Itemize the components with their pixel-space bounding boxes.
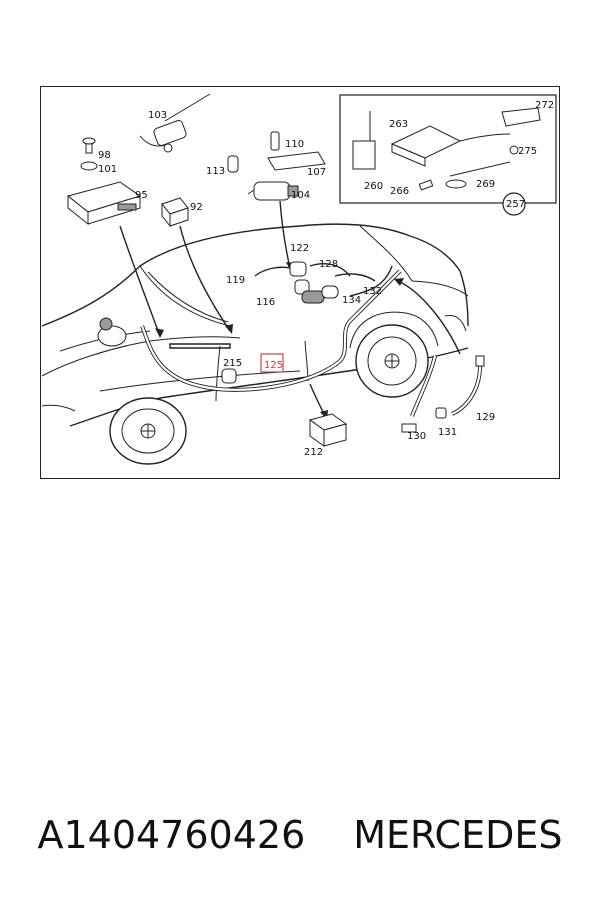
part-98-101 bbox=[80, 137, 98, 171]
label-266: 266 bbox=[390, 186, 409, 197]
part-212 bbox=[308, 413, 348, 447]
part-front-motor bbox=[97, 317, 127, 347]
car-body bbox=[41, 223, 469, 465]
part-92 bbox=[161, 197, 189, 228]
label-125: 125 bbox=[264, 360, 283, 371]
part-nozzle-group bbox=[401, 355, 485, 433]
part-103 bbox=[139, 93, 211, 153]
label-134: 134 bbox=[342, 295, 361, 306]
label-131: 131 bbox=[438, 427, 457, 438]
label-104: 104 bbox=[291, 190, 310, 201]
label-95: 95 bbox=[135, 190, 148, 201]
label-122: 122 bbox=[290, 243, 309, 254]
part-104 bbox=[247, 181, 299, 201]
label-103: 103 bbox=[148, 110, 167, 121]
inset-parts bbox=[352, 107, 541, 216]
label-257: 257 bbox=[506, 199, 525, 210]
label-101: 101 bbox=[98, 164, 117, 175]
label-128: 128 bbox=[319, 259, 338, 270]
label-92: 92 bbox=[190, 202, 203, 213]
part-95 bbox=[66, 181, 142, 226]
highlight-box-125 bbox=[260, 353, 284, 373]
label-132: 132 bbox=[363, 286, 382, 297]
label-272: 272 bbox=[535, 100, 554, 111]
label-110: 110 bbox=[285, 139, 304, 150]
label-130: 130 bbox=[407, 431, 426, 442]
parts-diagram: 103 110 98 101 113 107 95 92 104 263 272… bbox=[40, 86, 560, 479]
label-119: 119 bbox=[226, 275, 245, 286]
label-269: 269 bbox=[476, 179, 495, 190]
part-number-text: A1404760426 bbox=[37, 813, 306, 857]
label-275: 275 bbox=[518, 146, 537, 157]
harness-lines bbox=[119, 200, 461, 420]
label-98: 98 bbox=[98, 150, 111, 161]
label-113: 113 bbox=[206, 166, 225, 177]
caption-bar: A1404760426 MERCEDES bbox=[0, 800, 600, 870]
part-labels: 103 110 98 101 113 107 95 92 104 263 272… bbox=[98, 100, 554, 458]
part-215 bbox=[221, 368, 237, 384]
label-263: 263 bbox=[389, 119, 408, 130]
label-215: 215 bbox=[223, 358, 242, 369]
label-107: 107 bbox=[307, 167, 326, 178]
brand-text: MERCEDES bbox=[353, 813, 563, 857]
part-bracket-107 bbox=[227, 131, 326, 173]
label-260: 260 bbox=[364, 181, 383, 192]
label-212: 212 bbox=[304, 447, 323, 458]
part-pump-assembly bbox=[254, 261, 393, 304]
label-116: 116 bbox=[256, 297, 275, 308]
label-129: 129 bbox=[476, 412, 495, 423]
